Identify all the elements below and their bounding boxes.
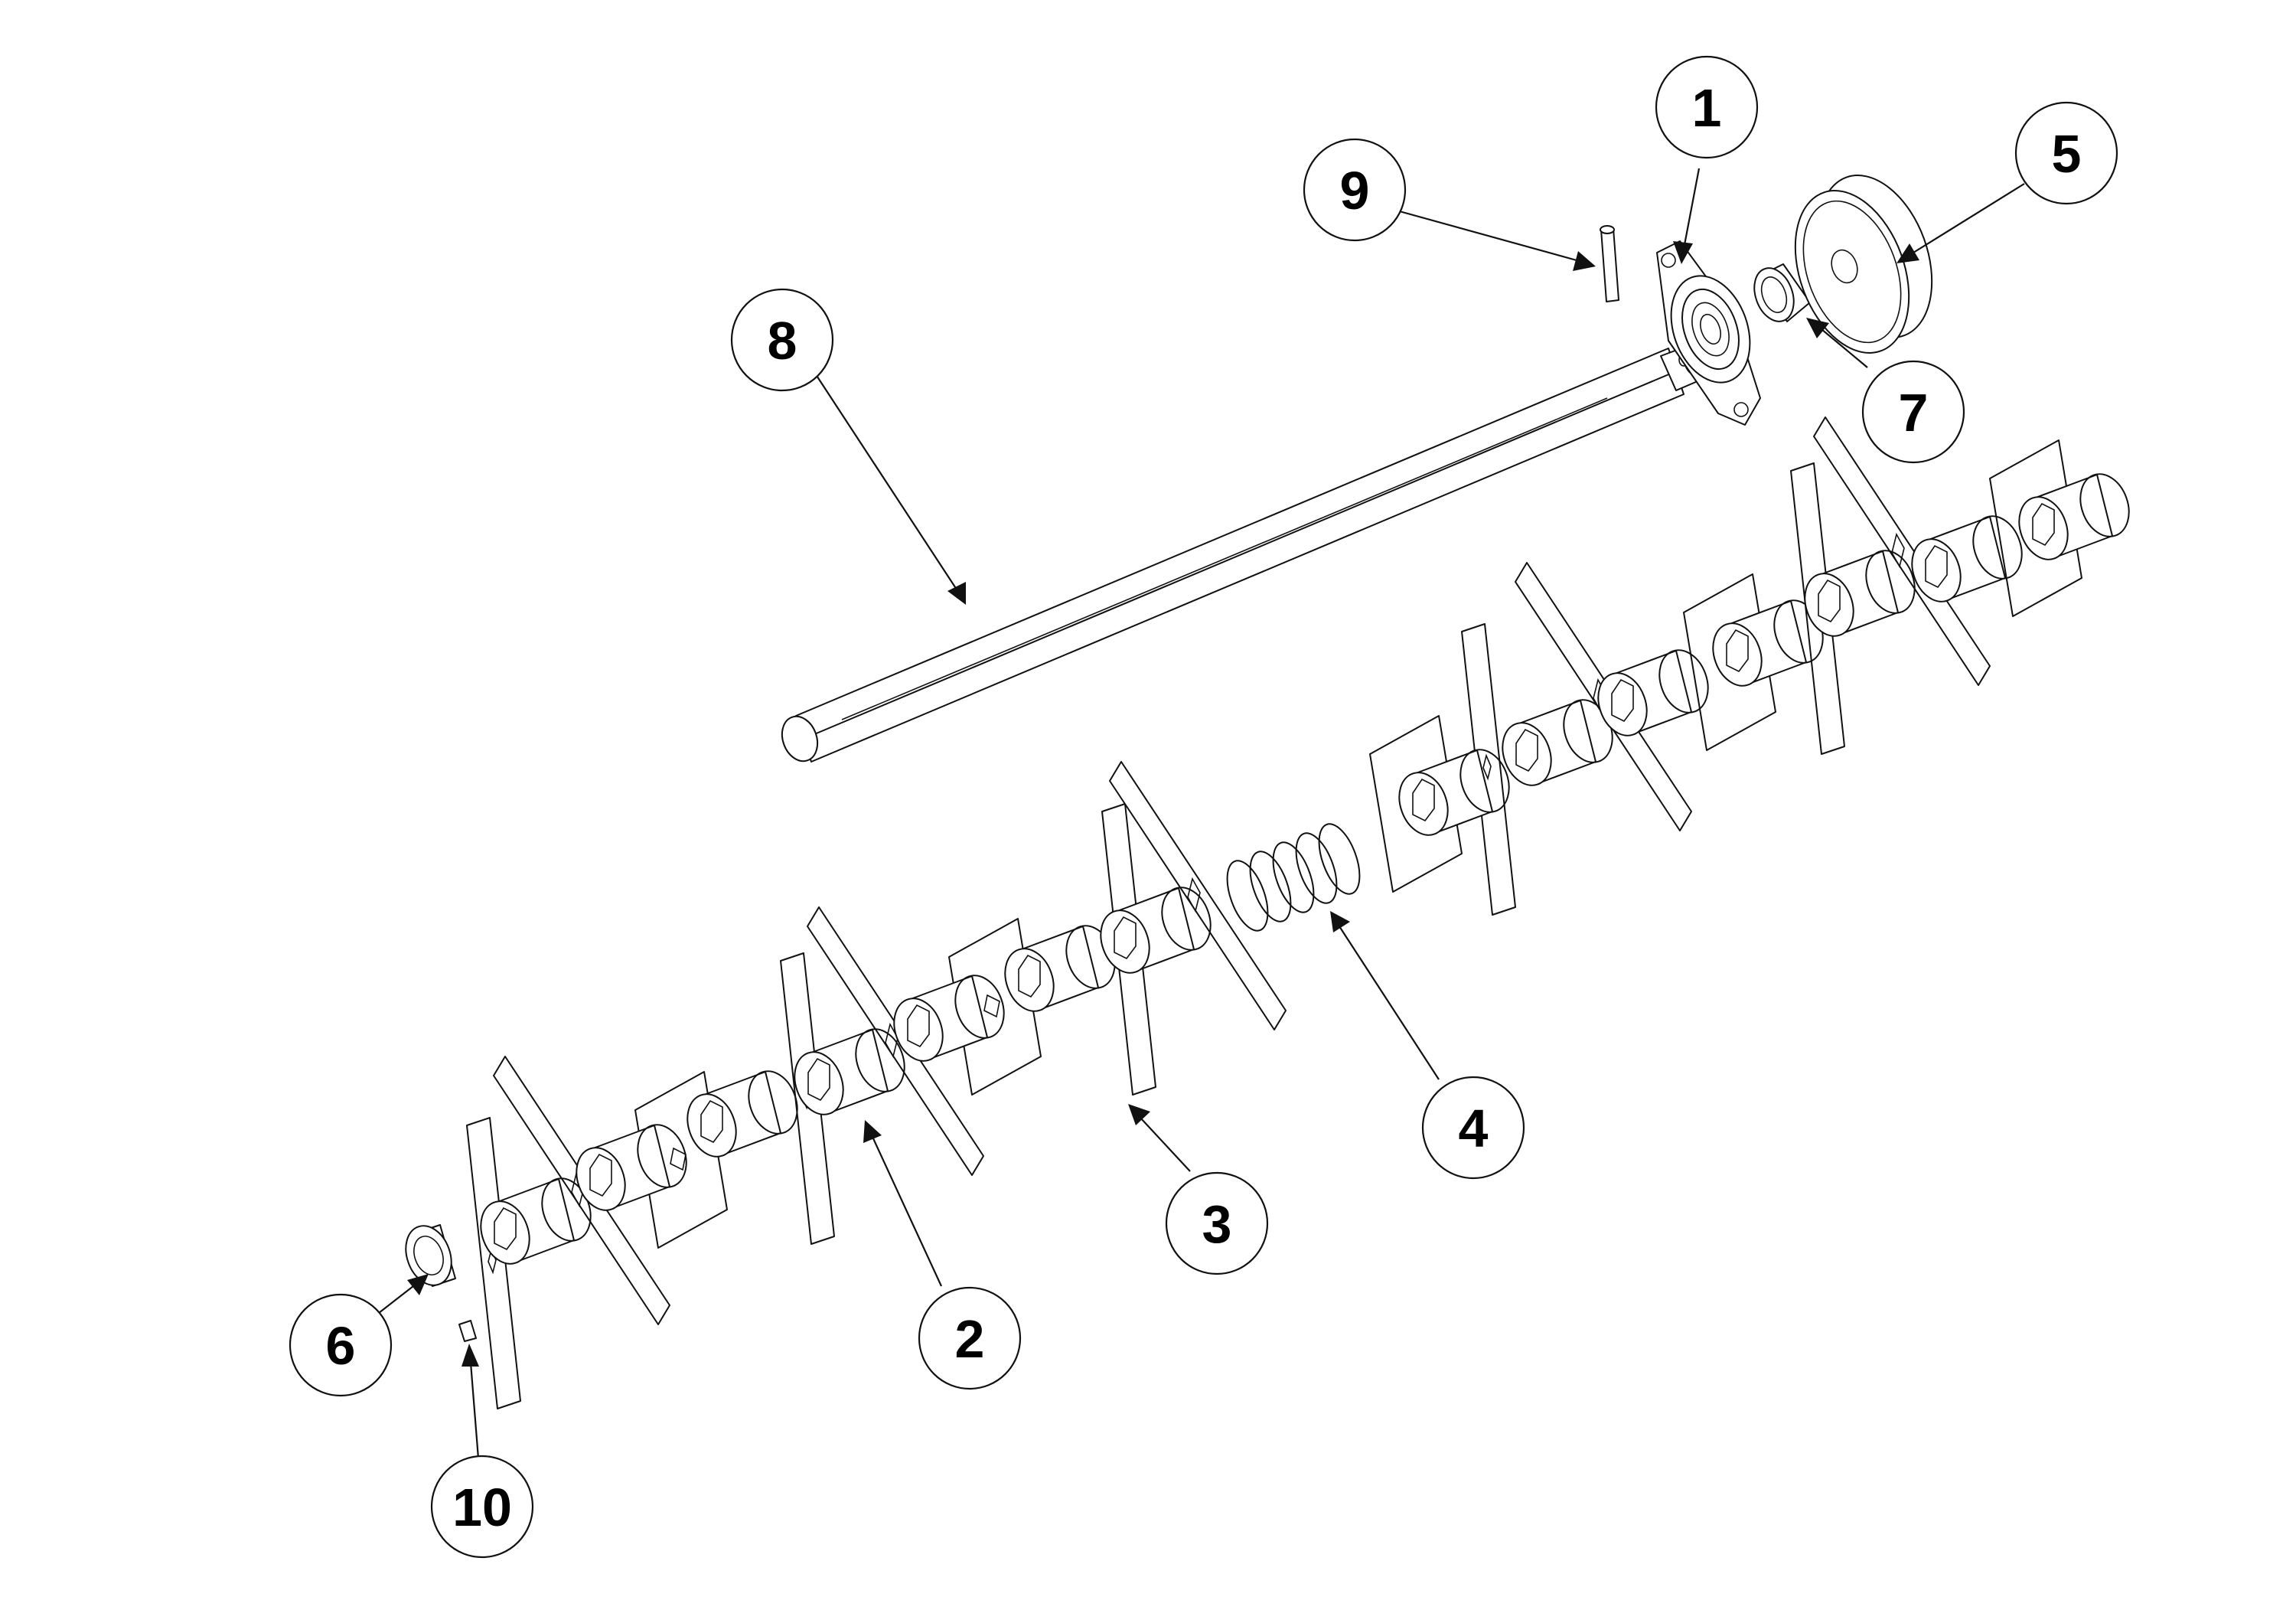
key xyxy=(458,1320,477,1342)
callout-3-number: 3 xyxy=(1202,1194,1232,1254)
callout-8: 8 xyxy=(730,288,834,392)
callout-10: 10 xyxy=(430,1455,534,1559)
compression-spring xyxy=(1226,823,1361,932)
callout-2-number: 2 xyxy=(955,1309,985,1369)
callout-8-number: 8 xyxy=(768,311,797,371)
callout-6-number: 6 xyxy=(326,1316,356,1376)
callout-2: 2 xyxy=(918,1286,1022,1390)
bushing xyxy=(1753,263,1811,322)
callout-4: 4 xyxy=(1421,1076,1525,1180)
bearing-flange xyxy=(1656,240,1761,426)
callout-4-number: 4 xyxy=(1459,1099,1489,1158)
callout-7: 7 xyxy=(1861,360,1965,464)
callout-1-number: 1 xyxy=(1692,78,1722,138)
callout-1: 1 xyxy=(1655,55,1759,159)
callout-9-number: 9 xyxy=(1340,161,1370,220)
callout-9: 9 xyxy=(1303,138,1407,242)
drive-shaft xyxy=(781,344,1707,763)
end-cap xyxy=(405,1224,456,1287)
callout-3: 3 xyxy=(1165,1171,1269,1275)
callout-5-number: 5 xyxy=(2052,124,2082,184)
callout-7-number: 7 xyxy=(1899,383,1929,442)
callout-6: 6 xyxy=(289,1293,393,1397)
callout-10-number: 10 xyxy=(452,1478,512,1537)
pulley xyxy=(1794,175,1933,354)
leader-lines xyxy=(378,168,2025,1459)
roll-pin xyxy=(1600,225,1619,302)
callout-5: 5 xyxy=(2014,101,2118,205)
